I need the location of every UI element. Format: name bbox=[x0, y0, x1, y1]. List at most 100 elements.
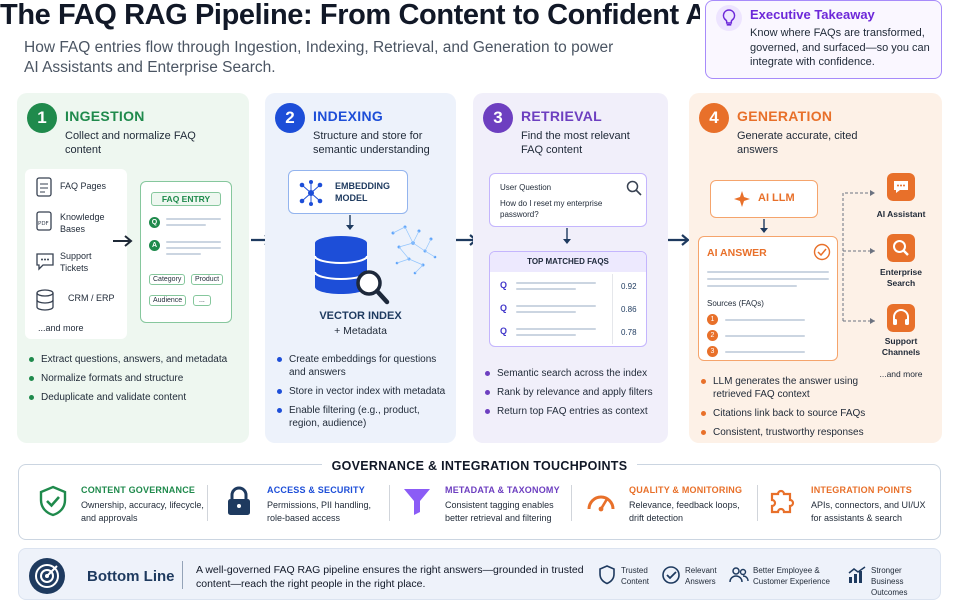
outcome-badge-label: Stronger Business Outcomes bbox=[871, 566, 908, 597]
target-check-icon bbox=[662, 566, 680, 584]
bullet: Store in vector index with metadata bbox=[277, 385, 447, 398]
database-icon bbox=[36, 289, 54, 311]
source-number: 3 bbox=[707, 346, 718, 357]
vector-index-label: VECTOR INDEX bbox=[319, 310, 402, 322]
user-question-text: How do I reset my enterprise password? bbox=[500, 199, 603, 219]
tag: ... bbox=[193, 295, 211, 306]
governance-item-title: METADATA & TAXONOMY bbox=[445, 485, 560, 495]
network-icon bbox=[299, 180, 323, 206]
funnel-icon bbox=[404, 489, 430, 515]
question-marker: Q bbox=[149, 217, 160, 228]
stage-title: INGESTION bbox=[65, 108, 145, 124]
stage-title: INDEXING bbox=[313, 108, 384, 124]
bottom-line-text: A well-governed FAQ RAG pipeline ensures… bbox=[196, 564, 584, 590]
match-score: 0.86 bbox=[621, 305, 637, 314]
governance-item-title: CONTENT GOVERNANCE bbox=[81, 485, 196, 495]
chat-bubble-icon bbox=[887, 173, 915, 201]
governance-title: GOVERNANCE & INTEGRATION TOUCHPOINTS bbox=[321, 459, 638, 473]
tag: Product bbox=[191, 274, 224, 285]
stage-generation: 4 GENERATION Generate accurate, cited an… bbox=[689, 93, 942, 443]
search-icon bbox=[626, 180, 642, 196]
users-icon bbox=[729, 567, 749, 583]
llm-label: AI LLM bbox=[758, 192, 795, 204]
governance-item-text: Permissions, PII handling, role-based ac… bbox=[267, 500, 372, 523]
output-label: Enterprise Search bbox=[879, 267, 923, 288]
faq-entry-header: FAQ ENTRY bbox=[151, 192, 221, 206]
stage-number: 3 bbox=[483, 103, 513, 133]
outcome-badge-label: Relevant Answers bbox=[685, 566, 717, 586]
target-icon bbox=[29, 558, 65, 594]
bullet: Enable filtering (e.g., product, region,… bbox=[277, 404, 447, 430]
sparkle-icon bbox=[734, 191, 750, 207]
sources-label: Sources (FAQs) bbox=[707, 299, 764, 308]
outcome-badge-label: Better Employee & Customer Experience bbox=[753, 566, 830, 586]
bullet: Semantic search across the index bbox=[485, 367, 663, 380]
stage-bullets: Semantic search across the index Rank by… bbox=[485, 367, 663, 424]
stage-number: 4 bbox=[699, 103, 729, 133]
match-q: Q bbox=[500, 326, 508, 336]
chat-icon bbox=[36, 253, 54, 271]
bullet: Create embeddings for questions and answ… bbox=[277, 353, 447, 379]
ai-answer-label: AI ANSWER bbox=[707, 247, 767, 259]
output-more: ...and more bbox=[879, 369, 923, 379]
governance-item-text: Relevance, feedback loops, drift detecti… bbox=[629, 500, 740, 523]
arrow-down-icon bbox=[760, 219, 768, 233]
bullet: Rank by relevance and apply filters bbox=[485, 386, 663, 399]
stage-indexing: 2 INDEXING Structure and store for seman… bbox=[265, 93, 456, 443]
top-matches-header: TOP MATCHED FAQS bbox=[490, 252, 646, 272]
governance-item-title: QUALITY & MONITORING bbox=[629, 485, 743, 495]
check-circle-icon bbox=[813, 243, 831, 261]
gauge-icon bbox=[587, 495, 615, 512]
source-label: FAQ Pages bbox=[60, 181, 107, 191]
lock-icon bbox=[228, 486, 250, 515]
stage-title: GENERATION bbox=[737, 108, 833, 124]
match-q: Q bbox=[500, 303, 508, 313]
outcome-badge-label: Trusted Content bbox=[621, 566, 650, 586]
source-label: Support Tickets bbox=[60, 251, 92, 273]
shield-check-icon bbox=[39, 485, 67, 517]
tag: Audience bbox=[149, 295, 187, 306]
bullet: Extract questions, answers, and metadata bbox=[29, 353, 244, 366]
search-icon bbox=[887, 234, 915, 262]
stage-description: Find the most relevant FAQ content bbox=[521, 130, 630, 156]
source-label: Knowledge Bases bbox=[60, 212, 105, 234]
embedding-model-box: EMBEDDING MODEL bbox=[288, 170, 408, 214]
stage-title: RETRIEVAL bbox=[521, 108, 602, 124]
stage-description: Collect and normalize FAQ content bbox=[65, 130, 196, 156]
governance-item: INTEGRATION POINTS APIs, connectors, and… bbox=[767, 483, 937, 535]
governance-section: GOVERNANCE & INTEGRATION TOUCHPOINTS CON… bbox=[18, 459, 941, 540]
output-label: Support Channels bbox=[881, 336, 921, 357]
vector-cloud-icon bbox=[391, 225, 437, 275]
arrow-down-icon bbox=[563, 228, 571, 244]
arrow-right-icon bbox=[668, 234, 690, 246]
puzzle-icon bbox=[770, 489, 795, 514]
source-list: FAQ Pages PDF Knowledge Bases Support Ti… bbox=[25, 169, 127, 339]
answer-marker: A bbox=[149, 240, 160, 251]
governance-item-title: ACCESS & SECURITY bbox=[267, 485, 365, 495]
stage-description: Generate accurate, cited answers bbox=[737, 130, 858, 156]
llm-box: AI LLM bbox=[710, 180, 818, 218]
bar-chart-icon bbox=[848, 566, 866, 583]
bullet: Deduplicate and validate content bbox=[29, 391, 244, 404]
stage-number: 2 bbox=[275, 103, 305, 133]
governance-item-title: INTEGRATION POINTS bbox=[811, 485, 912, 495]
stage-bullets: Create embeddings for questions and answ… bbox=[277, 353, 447, 436]
pdf-icon: PDF bbox=[36, 211, 52, 231]
stage-bullets: LLM generates the answer using retrieved… bbox=[701, 375, 876, 445]
top-matches-box: TOP MATCHED FAQS Q 0.92 Q 0.86 Q 0.78 bbox=[489, 251, 647, 347]
connector-lines bbox=[842, 190, 875, 324]
stage-retrieval: 3 RETRIEVAL Find the most relevant FAQ c… bbox=[473, 93, 668, 443]
stage-ingestion: 1 INGESTION Collect and normalize FAQ co… bbox=[17, 93, 249, 443]
tag: Category bbox=[149, 274, 186, 285]
bottom-line: Bottom Line A well-governed FAQ RAG pipe… bbox=[18, 548, 941, 600]
source-number: 2 bbox=[707, 330, 718, 341]
governance-item-text: Consistent tagging enables better retrie… bbox=[445, 500, 554, 523]
governance-item: ACCESS & SECURITY Permissions, PII handl… bbox=[223, 483, 393, 535]
stage-bullets: Extract questions, answers, and metadata… bbox=[29, 353, 244, 410]
governance-item: QUALITY & MONITORING Relevance, feedback… bbox=[585, 483, 760, 535]
stage-number: 1 bbox=[27, 103, 57, 133]
output-label: AI Assistant bbox=[876, 209, 926, 219]
vector-index-sub: + Metadata bbox=[334, 325, 387, 337]
faq-entry-card: FAQ ENTRY Q A Category Product Audience … bbox=[140, 181, 232, 323]
user-question-box: User Question How do I reset my enterpri… bbox=[489, 173, 647, 227]
